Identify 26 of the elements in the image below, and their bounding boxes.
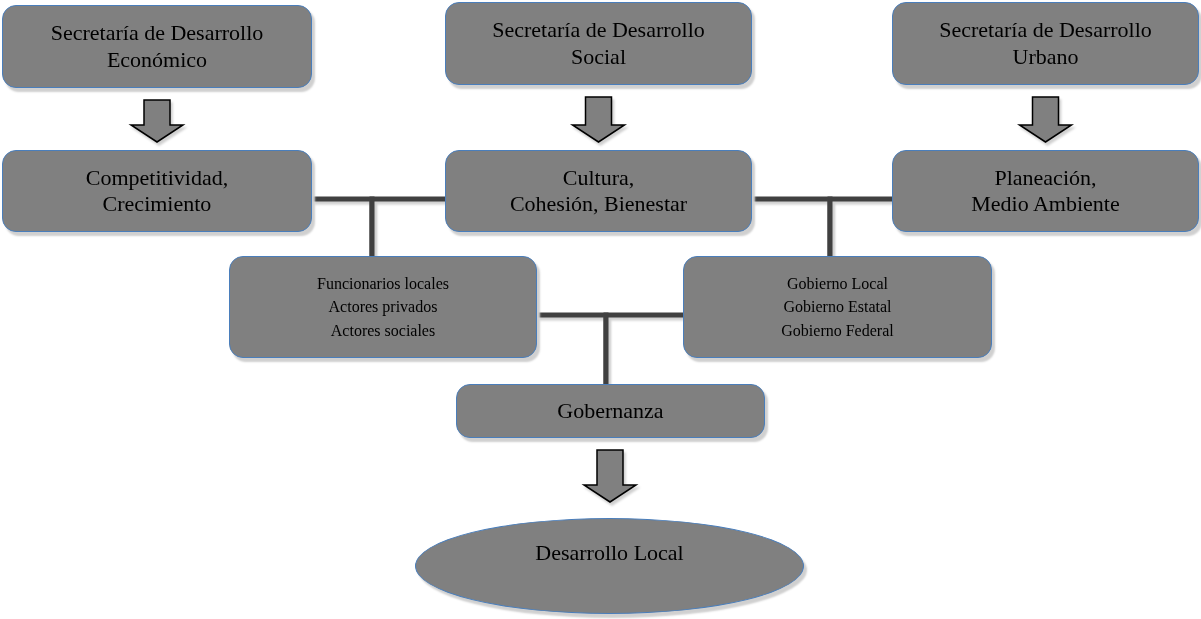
rounded-box bbox=[892, 2, 1199, 85]
node-text: Secretaría de Desarrollo Social bbox=[492, 17, 705, 70]
connector-line bbox=[603, 312, 683, 384]
rounded-box bbox=[683, 256, 992, 358]
node-text: Gobernanza bbox=[557, 397, 664, 425]
block-arrow bbox=[570, 96, 627, 143]
node-text: Competitividad, Crecimiento bbox=[85, 164, 229, 218]
rounded-box bbox=[445, 150, 752, 232]
block-arrow bbox=[581, 449, 639, 503]
block-arrow bbox=[128, 99, 186, 143]
rounded-box bbox=[229, 256, 537, 358]
connector-line bbox=[827, 196, 892, 256]
rounded-box bbox=[445, 2, 752, 85]
rounded-box bbox=[892, 150, 1199, 232]
node-text: Desarrollo Local bbox=[535, 539, 684, 567]
connector-line bbox=[369, 196, 445, 256]
rounded-box bbox=[2, 150, 312, 232]
node-text: Planeación, Medio Ambiente bbox=[971, 164, 1120, 218]
rounded-box bbox=[456, 384, 765, 438]
node-text: Secretaría de Desarrollo Urbano bbox=[939, 17, 1152, 70]
node-text: Cultura, Cohesión, Bienestar bbox=[509, 164, 688, 218]
rounded-box bbox=[2, 5, 312, 88]
block-arrow bbox=[1017, 96, 1074, 143]
node-text: Gobierno Local Gobierno Estatal Gobierno Federal bbox=[781, 274, 894, 341]
node-text: Secretaría de Desarrollo Económico bbox=[50, 20, 264, 73]
node-text: Funcionarios locales Actores privados Actores sociales bbox=[317, 274, 449, 341]
